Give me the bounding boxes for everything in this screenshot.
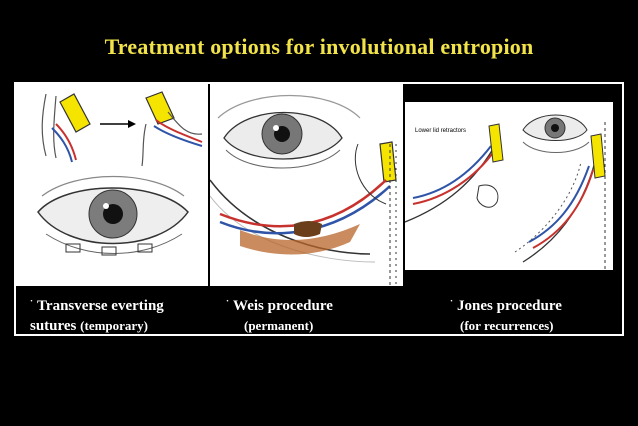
caption-main: Jones procedure (457, 298, 562, 314)
caption-transverse-sutures: ·Transverse everting sutures (temporary) (30, 292, 208, 336)
weis-procedure-illustration (210, 84, 403, 286)
lower-lid-retractors-label: Lower lid retractors (415, 128, 466, 134)
bullet-marker: · (30, 296, 34, 306)
caption-note: (temporary) (80, 318, 149, 333)
slide-title: Treatment options for involutional entro… (104, 34, 534, 59)
caption-jones-procedure: ·Jones procedure (for recurrences) (450, 292, 620, 335)
jones-procedure-illustration: Lower lid retractors (405, 102, 613, 270)
caption-main: Transverse everting (37, 298, 164, 314)
caption-sub: sutures (temporary) (30, 316, 208, 336)
transverse-sutures-illustration (16, 84, 208, 286)
caption-sub-bold: sutures (30, 318, 77, 334)
weis-procedure-drawing (210, 95, 397, 286)
illustration-frame: Lower lid retractors ·Transverse evertin… (14, 82, 624, 336)
transverse-sutures-drawing (37, 91, 203, 256)
jones-procedure-drawing: Lower lid retractors (405, 114, 606, 270)
caption-main: Weis procedure (233, 298, 333, 314)
caption-weis-procedure: ·Weis procedure (permanent) (226, 292, 396, 335)
caption-sub: (for recurrences) (460, 318, 554, 333)
caption-sub: (permanent) (244, 318, 314, 333)
bullet-marker: · (450, 296, 454, 306)
bullet-marker: · (226, 296, 230, 306)
